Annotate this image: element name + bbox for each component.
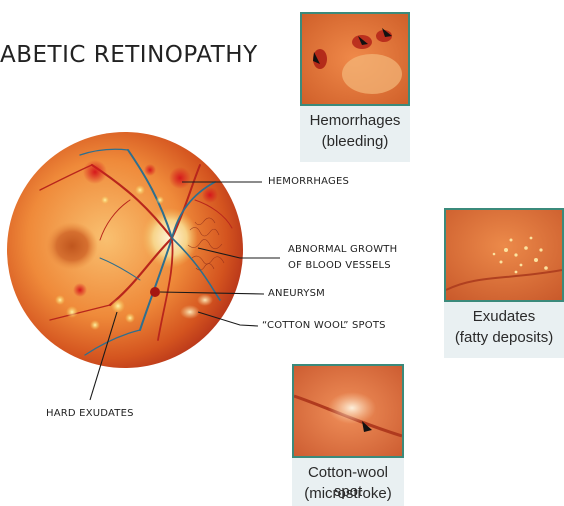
label-cotton-wool: “COTTON WOOL” SPOTS <box>262 320 386 331</box>
card-exudates: Exudates (fatty deposits) <box>444 208 564 358</box>
card-cotton-wool-line2: (microstroke) <box>292 484 404 503</box>
card-hemorrhages: Hemorrhages (bleeding) <box>300 12 410 162</box>
label-hemorrhages: HEMORRHAGES <box>268 176 349 187</box>
card-hemorrhages-line1: Hemorrhages <box>300 111 410 130</box>
card-exudates-line1: Exudates <box>444 307 564 326</box>
label-abnormal-growth-2: OF BLOOD VESSELS <box>288 260 391 271</box>
label-abnormal-growth-1: ABNORMAL GROWTH <box>288 244 397 255</box>
card-exudates-line2: (fatty deposits) <box>444 328 564 347</box>
macula <box>46 222 98 270</box>
card-hemorrhages-line2: (bleeding) <box>300 132 410 151</box>
optic-disc <box>142 208 198 268</box>
hemorrhages-photo <box>300 12 410 106</box>
card-cotton-wool: Cotton-wool spot (microstroke) <box>292 364 404 506</box>
label-aneurysm: ANEURYSM <box>268 288 325 299</box>
cotton-wool-photo <box>292 364 404 458</box>
exudates-photo <box>444 208 564 302</box>
label-hard-exudates: HARD EXUDATES <box>46 408 134 419</box>
